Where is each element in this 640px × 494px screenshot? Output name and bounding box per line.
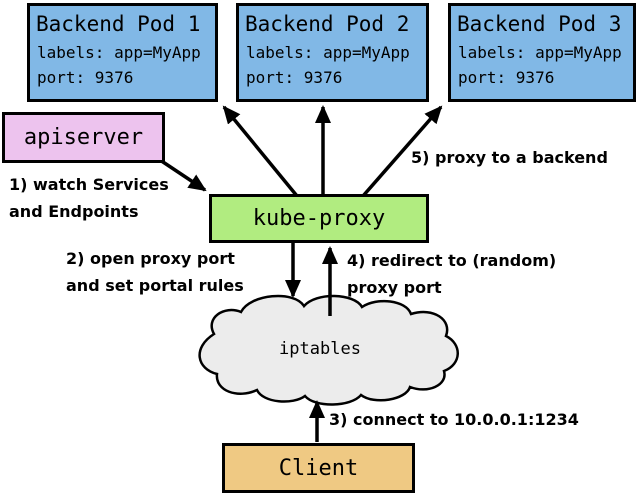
backend-pod-3-title: Backend Pod 3 bbox=[457, 12, 622, 36]
backend-pod-1-title: Backend Pod 1 bbox=[36, 12, 201, 36]
step-3-line-1: 3) connect to 10.0.0.1:1234 bbox=[329, 410, 579, 429]
step-5-label: 5) proxy to a backend bbox=[411, 144, 608, 171]
backend-pod-1-box: Backend Pod 1 labels: app=MyApp port: 93… bbox=[27, 3, 218, 102]
apiserver-label: apiserver bbox=[23, 125, 144, 150]
arrow-kube-proxy-to-pod-3 bbox=[361, 105, 443, 198]
client-label: Client bbox=[278, 455, 359, 481]
client-box: Client bbox=[222, 443, 415, 493]
step-1-line-2: and Endpoints bbox=[9, 202, 139, 221]
backend-pod-2-port: port: 9376 bbox=[246, 68, 343, 87]
backend-pod-1-port: port: 9376 bbox=[37, 68, 134, 87]
step-3-label: 3) connect to 10.0.0.1:1234 bbox=[329, 406, 579, 433]
step-1-line-1: 1) watch Services bbox=[9, 175, 169, 194]
step-1-label: 1) watch Services and Endpoints bbox=[9, 171, 169, 225]
apiserver-box: apiserver bbox=[2, 112, 165, 163]
iptables-label: iptables bbox=[279, 339, 361, 359]
step-4-line-2: proxy port bbox=[347, 278, 442, 297]
backend-pod-1-labels: labels: app=MyApp bbox=[37, 43, 201, 62]
backend-pod-2-title: Backend Pod 2 bbox=[245, 12, 410, 36]
kube-proxy-box: kube-proxy bbox=[209, 194, 429, 243]
step-2-line-1: 2) open proxy port bbox=[66, 249, 235, 268]
kube-proxy-label: kube-proxy bbox=[252, 206, 386, 231]
backend-pod-2-box: Backend Pod 2 labels: app=MyApp port: 93… bbox=[236, 3, 429, 102]
backend-pod-2-labels: labels: app=MyApp bbox=[246, 43, 410, 62]
step-2-line-2: and set portal rules bbox=[66, 276, 244, 295]
arrow-apiserver-to-kube-proxy bbox=[159, 158, 207, 192]
step-5-line-1: 5) proxy to a backend bbox=[411, 148, 608, 167]
step-4-line-1: 4) redirect to (random) bbox=[347, 251, 557, 270]
step-2-label: 2) open proxy port and set portal rules bbox=[66, 245, 244, 299]
backend-pod-3-box: Backend Pod 3 labels: app=MyApp port: 93… bbox=[448, 3, 636, 102]
step-4-label: 4) redirect to (random) proxy port bbox=[347, 247, 556, 301]
iptables-cloud bbox=[198, 294, 459, 406]
backend-pod-3-labels: labels: app=MyApp bbox=[458, 43, 622, 62]
arrow-kube-proxy-to-pod-1 bbox=[222, 105, 299, 198]
backend-pod-3-port: port: 9376 bbox=[458, 68, 555, 87]
